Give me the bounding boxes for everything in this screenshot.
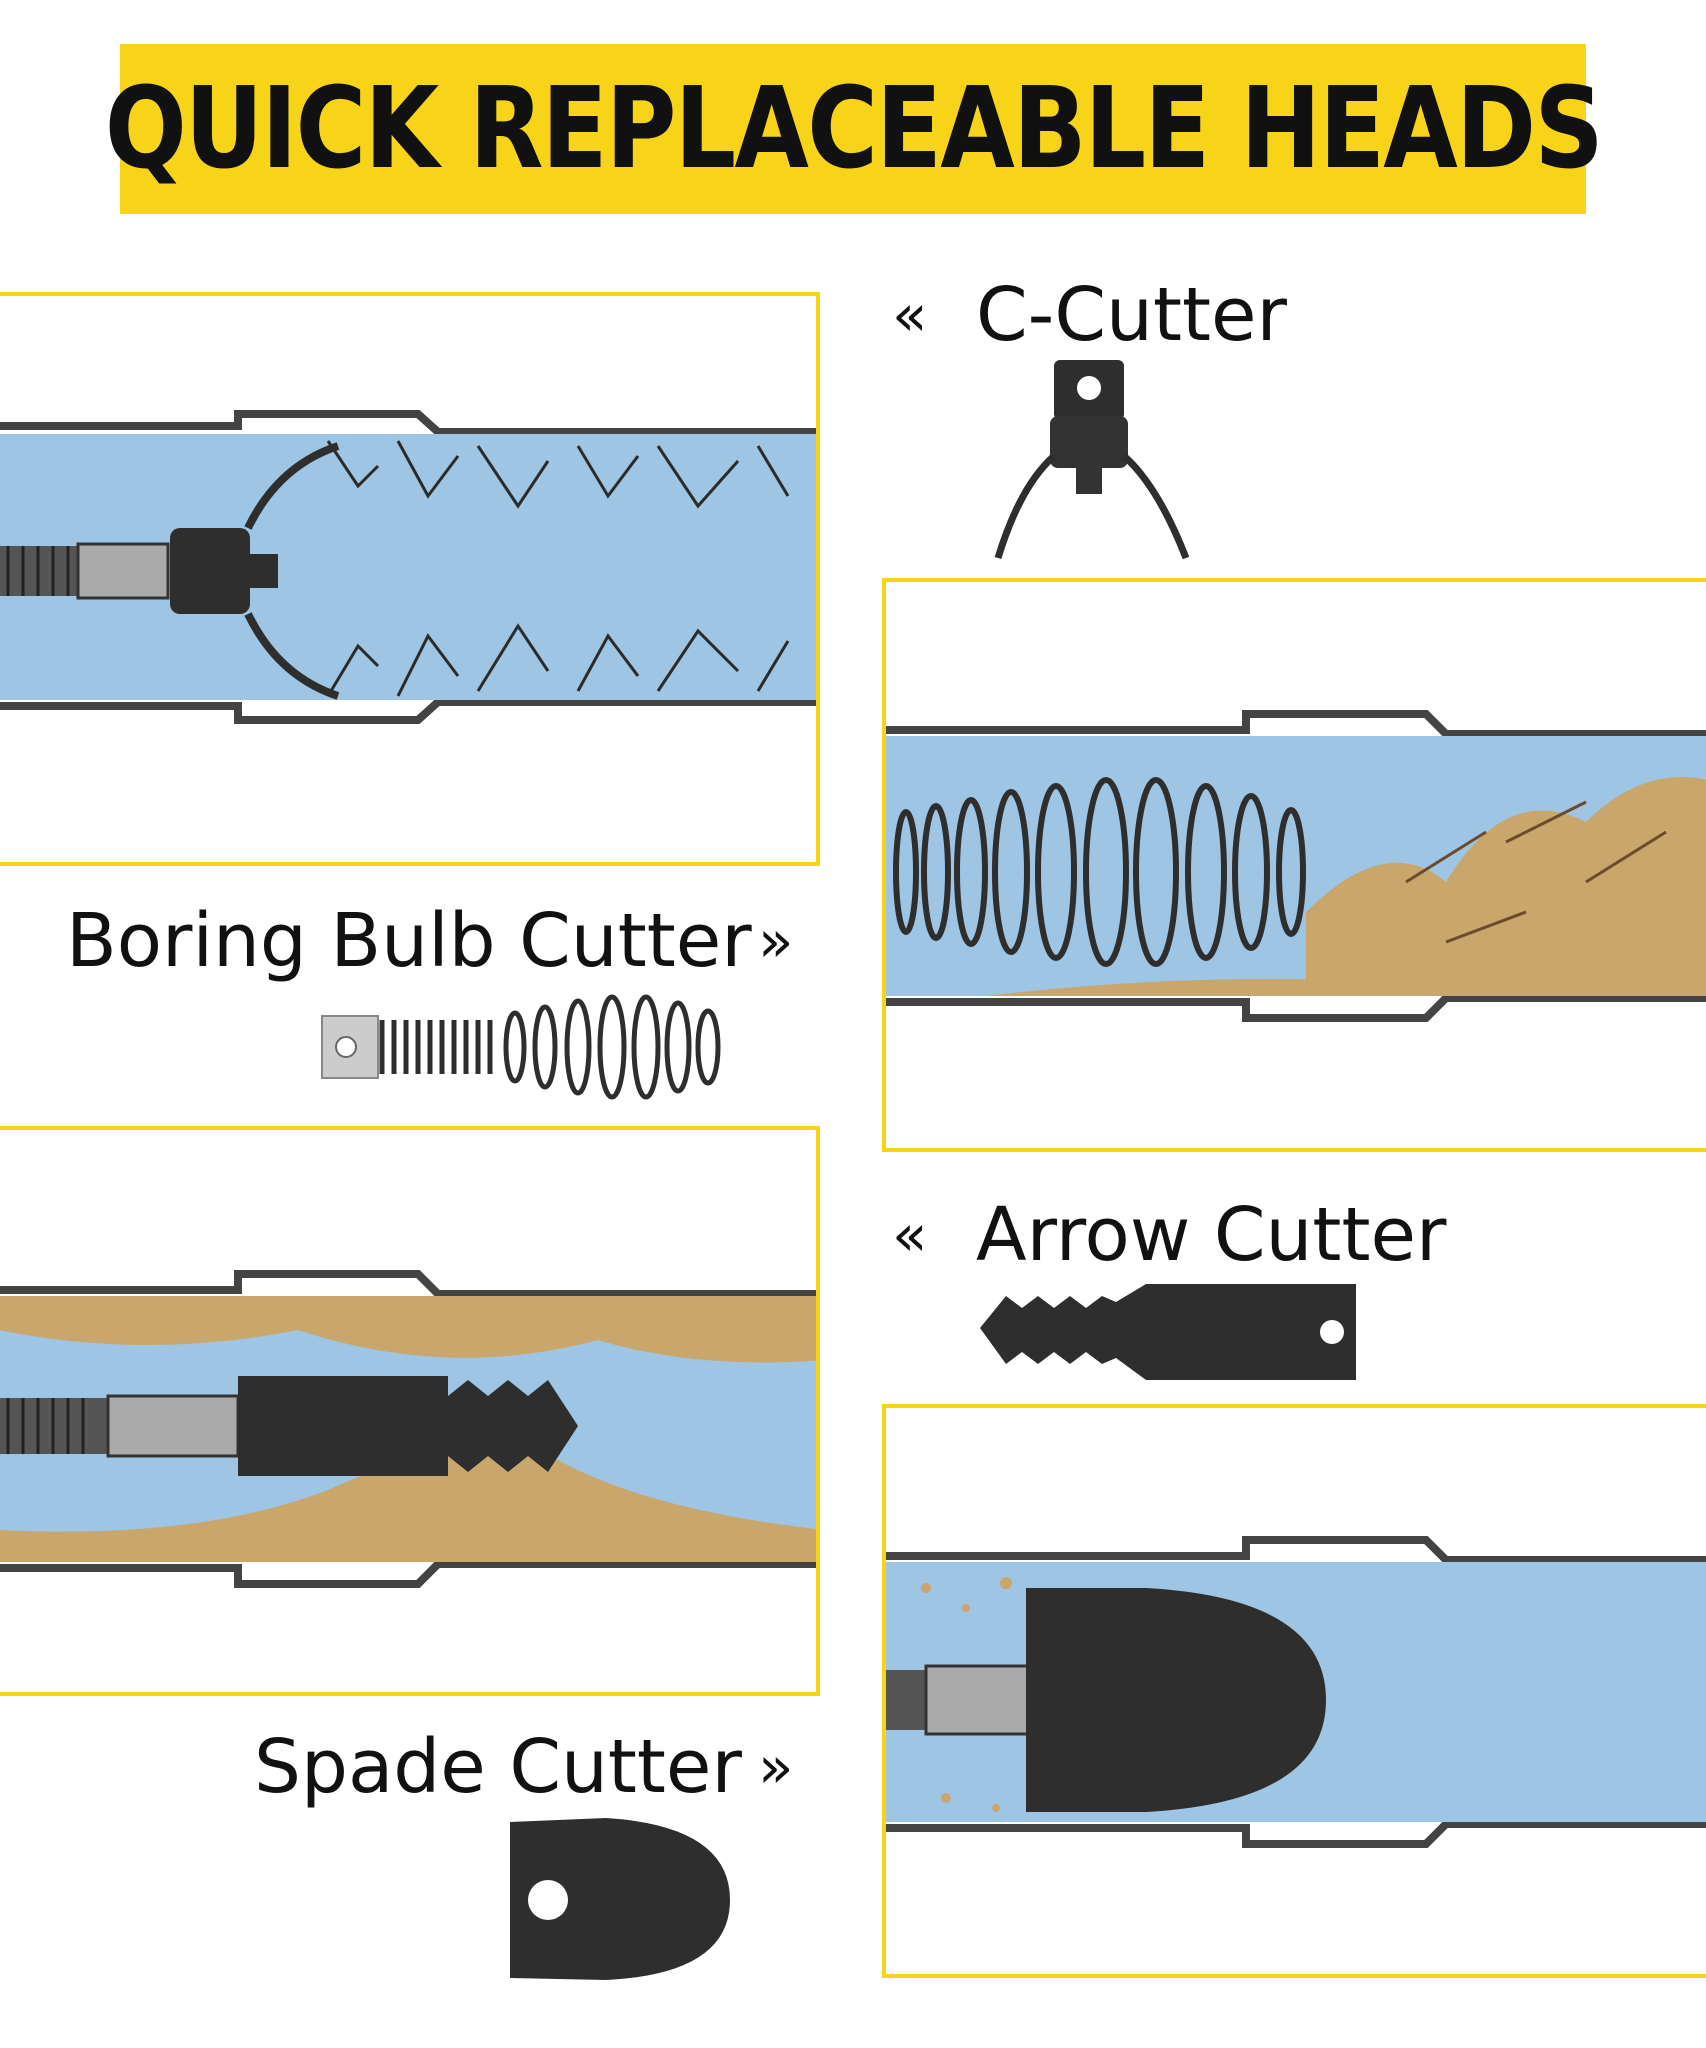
c-cutter-icon	[994, 360, 1190, 560]
arrow-cutter-label: Arrow Cutter	[976, 1192, 1447, 1278]
arrow-cutter-icon	[980, 1284, 1356, 1380]
title-banner: QUICK REPLACEABLE HEADS	[104, 44, 1603, 214]
pipe-panel-spade-cutter	[882, 1404, 1706, 1978]
pipe-panel-boring-bulb	[882, 578, 1706, 1152]
pipe-panel-arrow-cutter	[0, 1126, 820, 1696]
left-arrow-icon: «	[892, 281, 928, 349]
page-title: QUICK REPLACEABLE HEADS	[104, 64, 1603, 194]
right-arrow-icon: »	[758, 1733, 794, 1801]
spade-cutter-icon	[510, 1818, 730, 1980]
boring-bulb-cutter-label: Boring Bulb Cutter	[66, 898, 752, 984]
spade-cutter-label: Spade Cutter	[254, 1724, 742, 1810]
left-arrow-icon: «	[892, 1201, 928, 1269]
pipe-panel-c-cutter	[0, 292, 820, 866]
right-arrow-icon: »	[758, 907, 794, 975]
c-cutter-label: C-Cutter	[976, 272, 1287, 358]
boring-bulb-cutter-icon	[321, 994, 721, 1100]
